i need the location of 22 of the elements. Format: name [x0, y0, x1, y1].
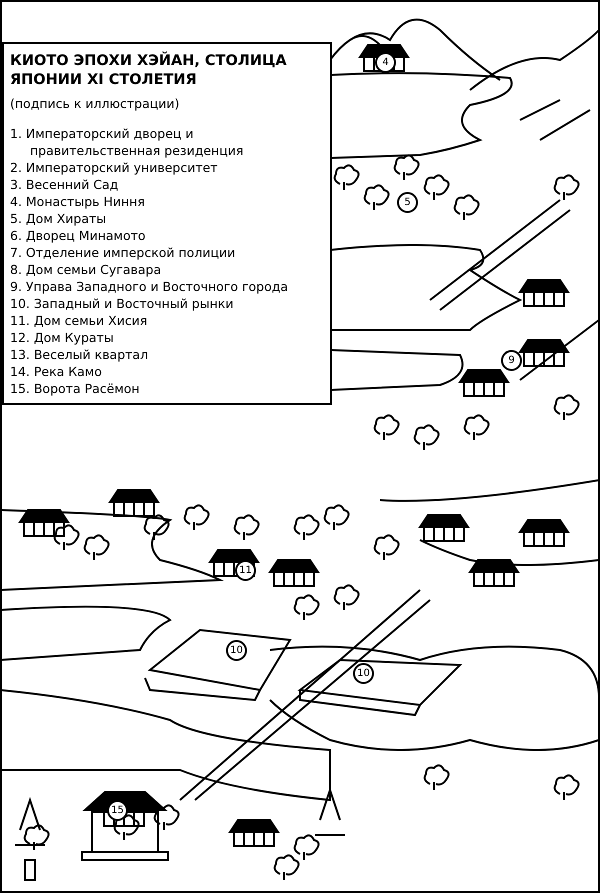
callout-number: 10 [353, 663, 374, 684]
legend-item: 10. Западный и Восточный рынки [10, 295, 234, 312]
callout-number: 11 [235, 560, 256, 581]
legend-item: 7. Отделение имперской полиции [10, 244, 236, 261]
callout-number: 9 [501, 350, 522, 371]
legend-item: 6. Дворец Минамото [10, 227, 147, 244]
legend-item: 8. Дом семьи Сугавара [10, 261, 162, 278]
callout-number: 10 [226, 640, 247, 661]
legend-item: 15. Ворота Расёмон [10, 380, 141, 397]
legend-item: 1. Императорский дворец и правительственная резиденция [10, 125, 244, 159]
legend-item: 5. Дом Хираты [10, 210, 108, 227]
legend-item: 3. Весенний Сад [10, 176, 120, 193]
legend-item: 2. Императорский университет [10, 159, 219, 176]
legend-item: 12. Дом Кураты [10, 329, 115, 346]
legend-item: 14. Река Камо [10, 363, 103, 380]
subtitle: (подпись к иллюстрации) [10, 96, 180, 111]
legend-item: 13. Веселый квартал [10, 346, 150, 363]
title: КИОТО ЭПОХИ ХЭЙАН, СТОЛИЦА ЯПОНИИ XI СТОЛЕТИЯ [10, 52, 288, 90]
legend-item: 9. Управа Западного и Восточного города [10, 278, 290, 295]
legend-item: 11. Дом семьи Хисия [10, 312, 148, 329]
legend-item: 4. Монастырь Ниння [10, 193, 146, 210]
callout-number: 5 [397, 192, 418, 213]
